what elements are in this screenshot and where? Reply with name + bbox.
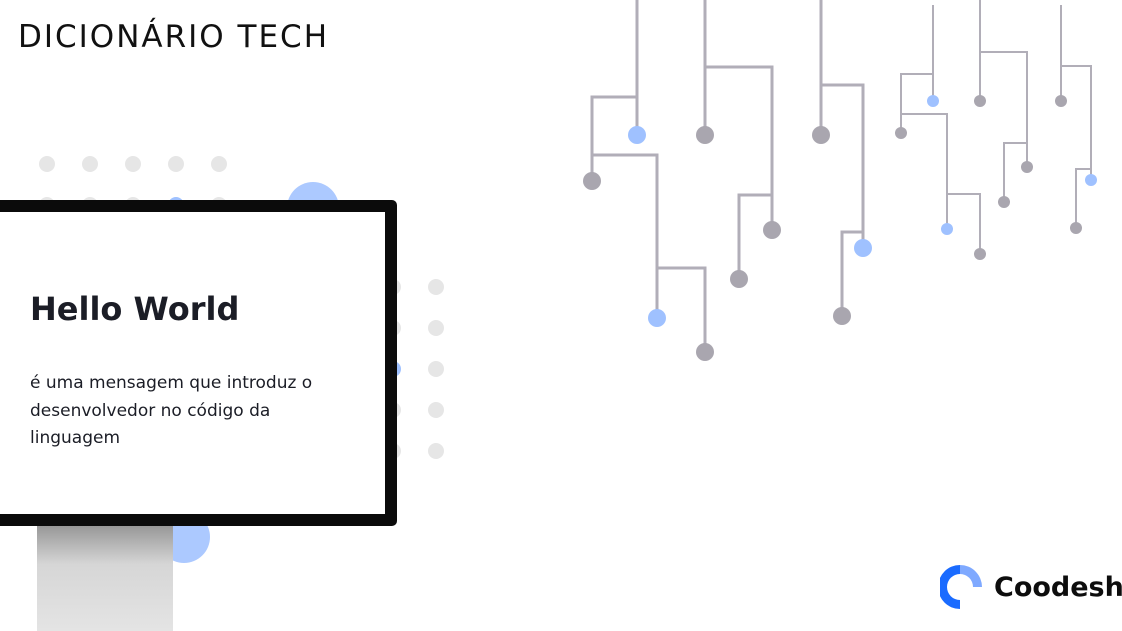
- monitor-screen: Hello World é uma mensagem que introduz …: [0, 200, 397, 526]
- monitor-stand: [37, 520, 173, 631]
- circuit-nodes: [583, 95, 1097, 361]
- brand-name: Coodesh: [994, 571, 1122, 603]
- coodesh-logo: Coodesh: [940, 562, 1122, 612]
- page-title: DICIONÁRIO TECH: [18, 19, 330, 55]
- screen-description: é uma mensagem que introduz o desenvolve…: [30, 373, 313, 448]
- coodesh-logo-icon: [940, 565, 982, 609]
- circuit-lines: [590, 0, 1092, 352]
- screen-heading: Hello World: [30, 290, 240, 328]
